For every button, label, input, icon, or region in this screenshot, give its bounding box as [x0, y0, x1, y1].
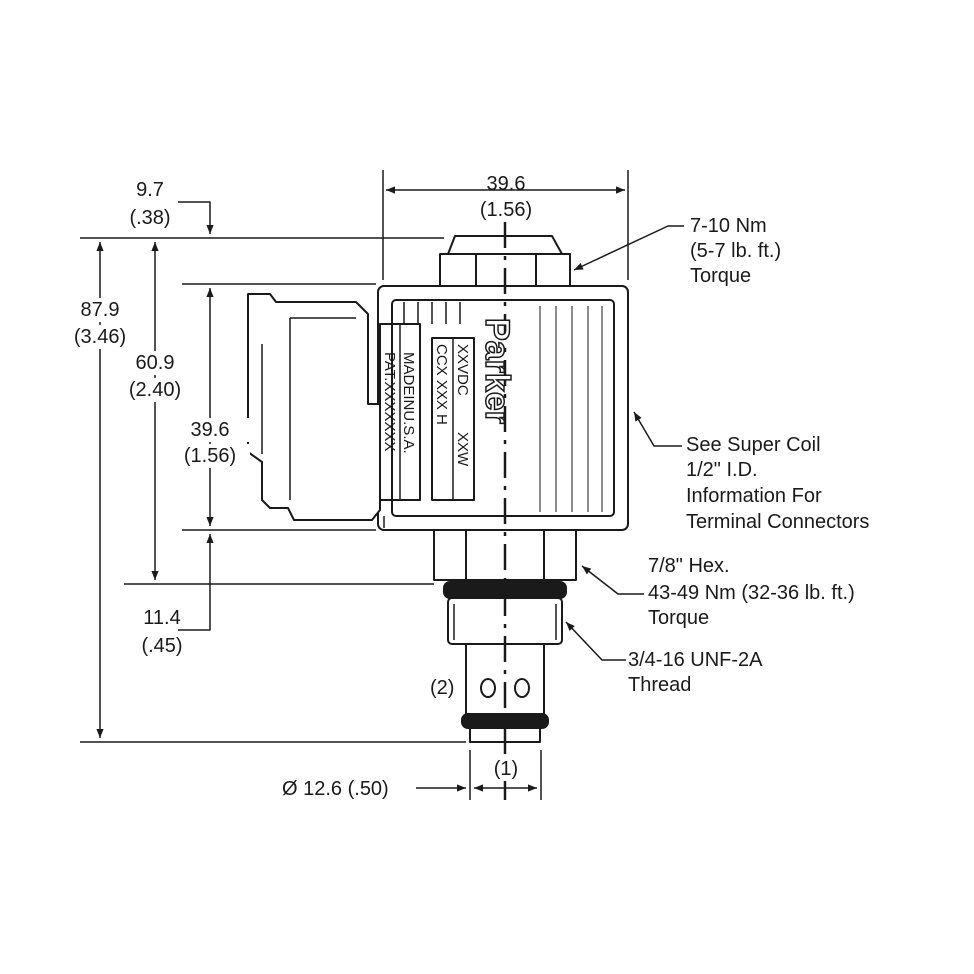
- hex-height-in: (.45): [141, 635, 183, 657]
- hex-height-mm: 11.4: [143, 607, 181, 629]
- callout-line: Torque: [648, 607, 710, 629]
- callout-line: Information For: [686, 485, 822, 507]
- callout-line: See Super Coil: [686, 434, 821, 456]
- dimension-lines: [96, 186, 625, 792]
- parker-logo: Parker: [478, 318, 516, 424]
- callout-line: 1/2" I.D.: [686, 459, 758, 481]
- port-holes: [480, 678, 530, 698]
- hex-height-dimension: [178, 534, 214, 631]
- wattage-marking: XXW: [454, 432, 471, 467]
- leader-lines: [565, 225, 684, 661]
- callout-line: 43-49 Nm (32-36 lb. ft.): [648, 582, 855, 604]
- port-2-label: (2): [430, 677, 455, 699]
- offset-top-mm: 9.7: [136, 179, 164, 201]
- terminal-connector: [247, 293, 381, 521]
- origin-marking: MADEINU.S.A.: [400, 352, 417, 454]
- code-marking: CCX XXX H: [433, 344, 450, 425]
- coil-height-mm: 39.6: [170, 418, 250, 442]
- coil-height-in: (1.56): [170, 444, 250, 468]
- offset-top-in: (.38): [129, 207, 171, 229]
- port-1-label: (1): [484, 757, 528, 781]
- extension-lines: [80, 170, 629, 800]
- callout-line: Terminal Connectors: [686, 511, 870, 533]
- overall-height-in: (3.46): [58, 325, 142, 349]
- callout-line: Torque: [690, 265, 752, 287]
- body-height-mm: 60.9: [116, 351, 194, 375]
- callout-line: Thread: [628, 674, 692, 696]
- body-height-in: (2.40): [116, 378, 194, 402]
- patent-marking: PAT.XXXXXXX: [381, 352, 398, 452]
- callout-line: (5-7 lb. ft.): [690, 240, 782, 262]
- coil-body: [377, 285, 629, 531]
- voltage-marking: XXVDC: [454, 344, 471, 396]
- callout-line: 7-10 Nm: [690, 215, 767, 237]
- coil-markings: PAT.XXXXXXX MADEINU.S.A. XXVDC XXW CCX X…: [381, 317, 517, 467]
- diameter-label: Ø 12.6 (.50): [282, 778, 389, 800]
- width-top-in: (1.56): [479, 199, 533, 221]
- overall-height-mm: 87.9: [58, 298, 142, 322]
- callout-line: 7/8" Hex.: [648, 555, 730, 577]
- width-top-mm: 39.6: [486, 173, 526, 195]
- offset-top-dimension: [178, 201, 214, 234]
- callout-line: 3/4-16 UNF-2A: [628, 649, 763, 671]
